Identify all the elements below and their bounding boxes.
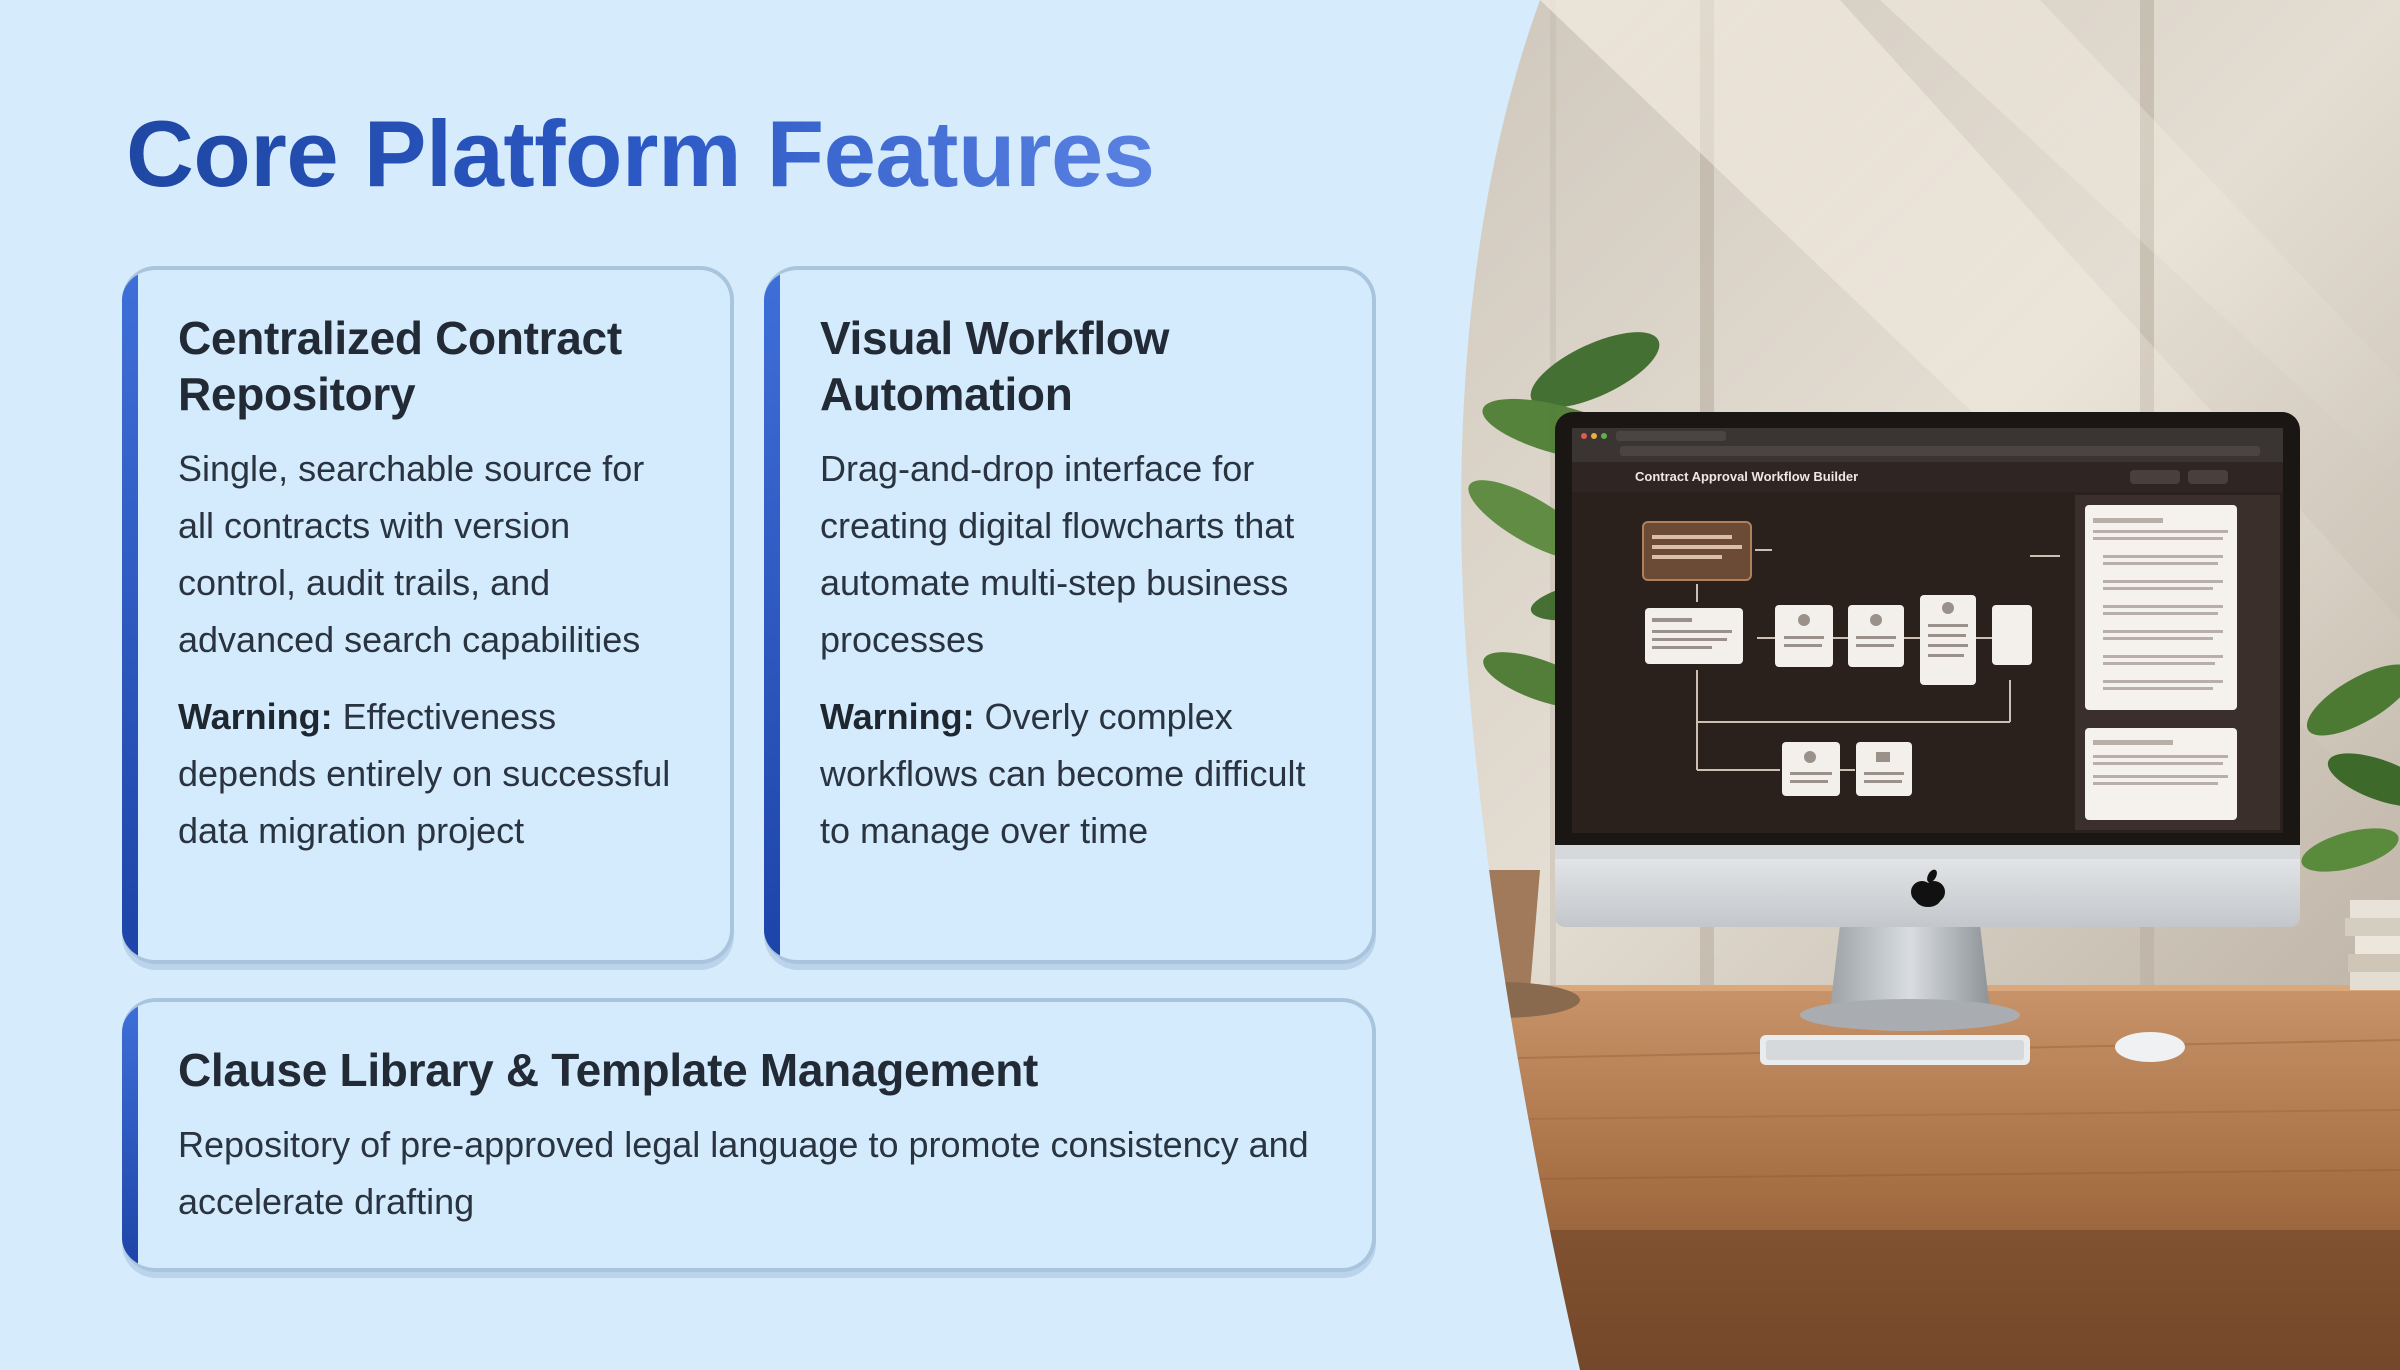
warning-text: Overly complex workflows can become diff… [820,696,1306,851]
card-title: Centralized Contract Repository [178,312,622,420]
feature-card-repository: Centralized Contract Repository Single, … [122,266,734,964]
card-description: Single, searchable source for all contra… [178,448,645,660]
desk-photo-illustration: Contract Approval Workflow Builder [1420,0,2400,1370]
warning-label: Warning: [178,696,333,737]
warning-text: Effectiveness depends entirely on succes… [178,696,671,851]
feature-card-clause-library: Clause Library & Template Management Rep… [122,998,1376,1272]
curve-divider [1380,0,1620,1370]
screen-title: Contract Approval Workflow Builder [1635,469,1858,484]
card-description: Repository of pre-approved legal languag… [178,1124,1309,1222]
card-title: Visual Workflow Automation [820,312,1170,420]
feature-card-workflow: Visual Workflow Automation Drag-and-drop… [764,266,1376,964]
card-description: Drag-and-drop interface for creating dig… [820,448,1295,660]
card-title: Clause Library & Template Management [178,1044,1039,1096]
page-title: Core Platform Features [126,101,1155,206]
card-warning: Warning: Effectiveness depends entirely … [178,688,690,859]
apple-logo-icon [1911,869,1945,907]
warning-label: Warning: [820,696,975,737]
card-warning: Warning: Overly complex workflows can be… [820,688,1332,859]
desk-photo: Contract Approval Workflow Builder [1420,0,2400,1370]
